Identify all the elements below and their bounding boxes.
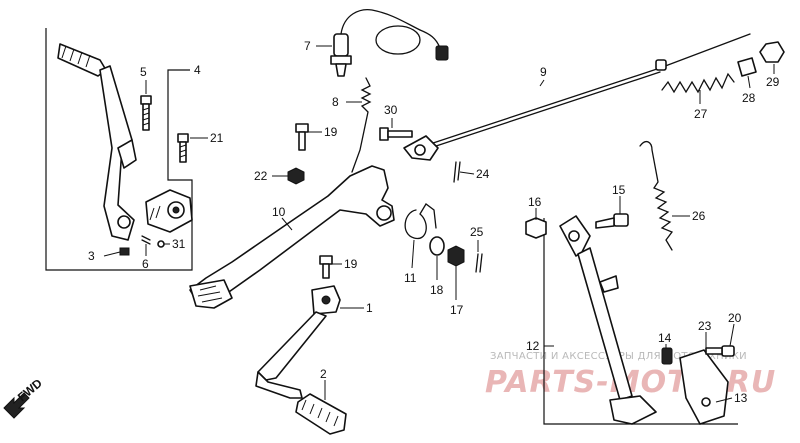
callout-18: 18 (430, 283, 444, 297)
stand-spring-26 (639, 141, 674, 251)
gear-shift-pedal (255, 285, 341, 399)
callout-27: 27 (694, 107, 708, 121)
collar-28 (737, 57, 757, 77)
bolt-30 (379, 127, 413, 141)
callout-15: 15 (612, 183, 626, 197)
callout-5: 5 (140, 65, 147, 79)
bolt-19-lower (319, 255, 333, 279)
brake-pedal (189, 165, 395, 309)
spring-8 (351, 77, 372, 173)
callout-25: 25 (470, 225, 484, 239)
callout-26: 26 (692, 209, 706, 223)
callout-4: 4 (194, 63, 201, 77)
nut-17 (447, 245, 465, 267)
callout-9: 9 (540, 65, 547, 79)
kick-group-frame (45, 28, 193, 271)
callout-11: 11 (404, 271, 417, 285)
nut-22 (287, 167, 305, 185)
callout-31: 31 (172, 237, 186, 251)
brake-switch (330, 8, 449, 77)
fwd-label: FWD (15, 376, 45, 405)
callout-6: 6 (142, 257, 149, 271)
shift-rubber (295, 393, 347, 435)
callout-19-lower: 19 (344, 257, 358, 271)
callout-19-upper: 19 (324, 125, 338, 139)
bolt-5 (140, 95, 152, 131)
spring-6 (141, 235, 151, 245)
nut-3 (119, 247, 130, 256)
callout-14: 14 (658, 331, 672, 345)
stand-bracket-13 (679, 349, 729, 425)
callout-10: 10 (272, 205, 286, 219)
callout-29: 29 (766, 75, 780, 89)
callout-8: 8 (332, 95, 339, 109)
callout-2: 2 (320, 367, 327, 381)
callout-23: 23 (698, 319, 712, 333)
callout-28: 28 (742, 91, 756, 105)
callout-20: 20 (728, 311, 742, 325)
cotter-pin-25 (475, 253, 483, 273)
callout-22: 22 (254, 169, 268, 183)
bolt-21 (177, 133, 189, 163)
kick-boss (145, 189, 193, 233)
bolt-15 (595, 213, 629, 229)
ball-31 (157, 240, 165, 248)
callout-16: 16 (528, 195, 542, 209)
cotter-pin-24 (453, 161, 461, 183)
callout-1: 1 (366, 301, 373, 315)
leader-lines (103, 45, 775, 403)
side-stand (559, 215, 657, 425)
pin-14 (661, 347, 673, 365)
bolt-19-upper (295, 123, 309, 151)
bolt-20 (705, 345, 735, 357)
fwd-arrow-icon (3, 392, 30, 419)
kick-starter-arm (57, 43, 137, 241)
callout-12: 12 (526, 339, 540, 353)
brake-rod (403, 33, 751, 161)
nut-29 (759, 41, 785, 63)
washer-18 (429, 236, 445, 256)
callout-13: 13 (734, 391, 748, 405)
return-spring-11 (404, 203, 437, 240)
callout-7: 7 (304, 39, 311, 53)
callout-17: 17 (450, 303, 464, 317)
callout-24: 24 (476, 167, 490, 181)
callout-3: 3 (88, 249, 95, 263)
spring-27 (661, 72, 735, 94)
callout-21: 21 (210, 131, 224, 145)
nut-16 (525, 217, 547, 239)
callout-labels: 4 5 21 3 6 31 7 8 9 19 30 22 24 10 11 18… (88, 39, 780, 405)
stand-group-frame (543, 218, 738, 425)
callout-30: 30 (384, 103, 398, 117)
